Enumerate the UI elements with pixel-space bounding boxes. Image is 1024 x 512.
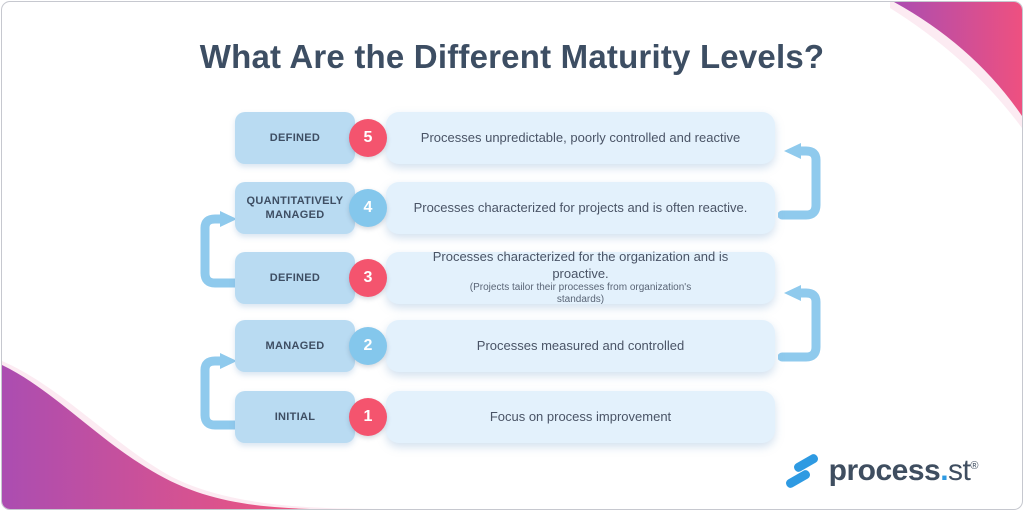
level-name-label: MANAGED [265, 339, 325, 352]
level-number: 1 [363, 408, 373, 425]
level-number-badge: 4 [349, 189, 387, 227]
level-name-box: MANAGED [235, 320, 355, 372]
level-description-box: Processes characterized for the organiza… [386, 249, 775, 306]
maturity-level-row-5: DEFINED 5 Processes unpredictable, poorl… [2, 112, 1022, 164]
level-description: Processes characterized for projects and… [413, 199, 748, 215]
logo-brand: process [828, 454, 941, 487]
loop-arrow-up-right-4-to-5 [778, 143, 821, 220]
loop-arrow-up-right-2-to-3 [778, 285, 821, 362]
level-name-label: DEFINED [269, 131, 321, 144]
level-name-label: INITIAL [274, 410, 316, 423]
level-description-box: Processes unpredictable, poorly controll… [386, 112, 775, 164]
level-number: 5 [363, 129, 373, 146]
logo-suffix: st [948, 454, 971, 487]
registered-mark: ® [970, 460, 978, 472]
level-number-badge: 2 [349, 327, 387, 365]
maturity-level-row-3: DEFINED 3 Processes characterized for th… [2, 249, 1022, 306]
process-street-icon [785, 454, 818, 488]
logo-wordmark: process.st® [828, 454, 979, 488]
level-description: Focus on process improvement [489, 408, 672, 424]
level-description: Processes measured and controlled [476, 337, 685, 353]
maturity-level-row-1: INITIAL 1 Focus on process improvement [2, 391, 1022, 443]
level-name-box: DEFINED [235, 252, 355, 304]
level-number-badge: 1 [349, 398, 387, 436]
level-number: 4 [363, 199, 373, 216]
loop-arrow-up-left-3-to-4 [200, 211, 243, 288]
maturity-level-row-2: MANAGED 2 Processes measured and control… [2, 320, 1022, 372]
level-number-badge: 5 [349, 119, 387, 157]
level-number: 2 [363, 337, 373, 354]
level-description-sub: (Projects tailor their processes from or… [469, 281, 692, 306]
level-description-box: Focus on process improvement [386, 391, 775, 443]
level-name-label: QUANTITATIVELY MANAGED [246, 194, 344, 221]
level-name-label: DEFINED [269, 271, 321, 284]
page-title: What Are the Different Maturity Levels? [199, 38, 825, 75]
level-number: 3 [363, 269, 373, 286]
logo-dot: . [940, 454, 949, 487]
level-description-box: Processes characterized for projects and… [386, 182, 775, 234]
level-description: Processes characterized for the organiza… [432, 249, 729, 281]
loop-arrow-up-left-1-to-2 [200, 353, 243, 430]
process-st-logo: process.st® [784, 453, 978, 489]
level-name-box: INITIAL [235, 391, 355, 443]
level-number-badge: 3 [349, 259, 387, 297]
level-description-box: Processes measured and controlled [386, 320, 775, 372]
level-name-box: DEFINED [235, 112, 355, 164]
level-description: Processes unpredictable, poorly controll… [420, 129, 741, 145]
level-name-box: QUANTITATIVELY MANAGED [235, 182, 355, 234]
maturity-level-row-4: QUANTITATIVELY MANAGED 4 Processes chara… [2, 182, 1022, 234]
